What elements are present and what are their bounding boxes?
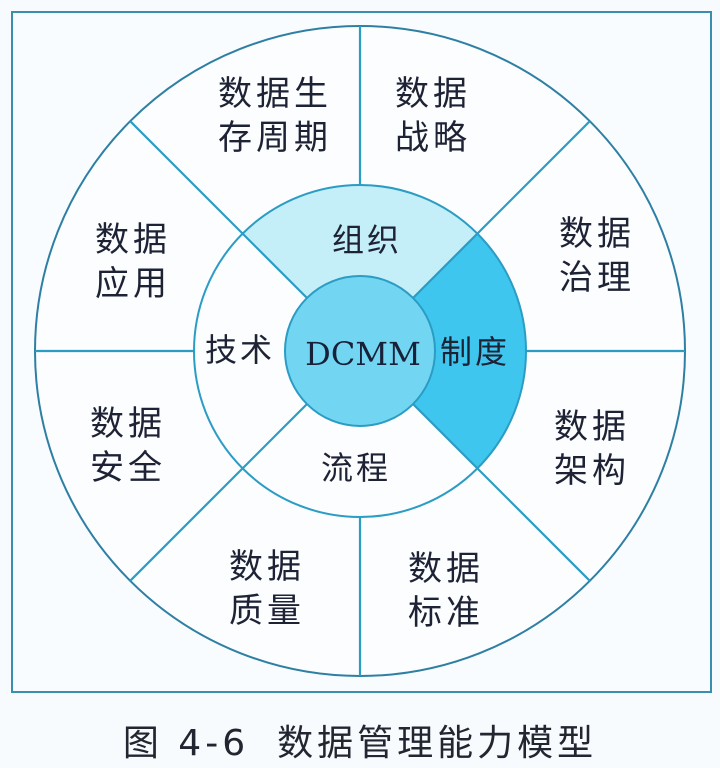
figure-number: 图 4-6 (122, 723, 250, 764)
diagonal-spokes (129, 120, 591, 582)
middle-ring (193, 184, 527, 518)
figure-caption: 图 4-6 数据管理能力模型 (0, 714, 720, 766)
label-data-architecture: 数据 架构 (554, 407, 630, 491)
label-data-lifecycle: 数据生 存周期 (218, 74, 332, 158)
label-process: 流程 (320, 449, 392, 487)
label-data-quality: 数据 质量 (229, 547, 305, 631)
ring-segment-policy (413, 233, 527, 469)
ring-segment-technology (193, 233, 307, 469)
ring-segment-organization (242, 184, 478, 298)
outer-spokes (35, 26, 685, 676)
label-core-dcmm: DCMM (305, 335, 421, 373)
core-circle (284, 275, 436, 427)
label-data-security: 数据 安全 (90, 404, 166, 488)
label-data-strategy: 数据 战略 (395, 74, 471, 158)
label-policy: 制度 (439, 333, 511, 371)
label-data-application: 数据 应用 (95, 220, 171, 304)
label-organization: 组织 (331, 221, 403, 259)
label-technology: 技术 (204, 331, 276, 369)
label-data-standard: 数据 标准 (408, 549, 484, 633)
figure-title: 数据管理能力模型 (277, 723, 598, 764)
dcmm-diagram (11, 11, 712, 693)
ring-segment-process (242, 404, 478, 518)
label-data-governance: 数据 治理 (559, 214, 635, 298)
